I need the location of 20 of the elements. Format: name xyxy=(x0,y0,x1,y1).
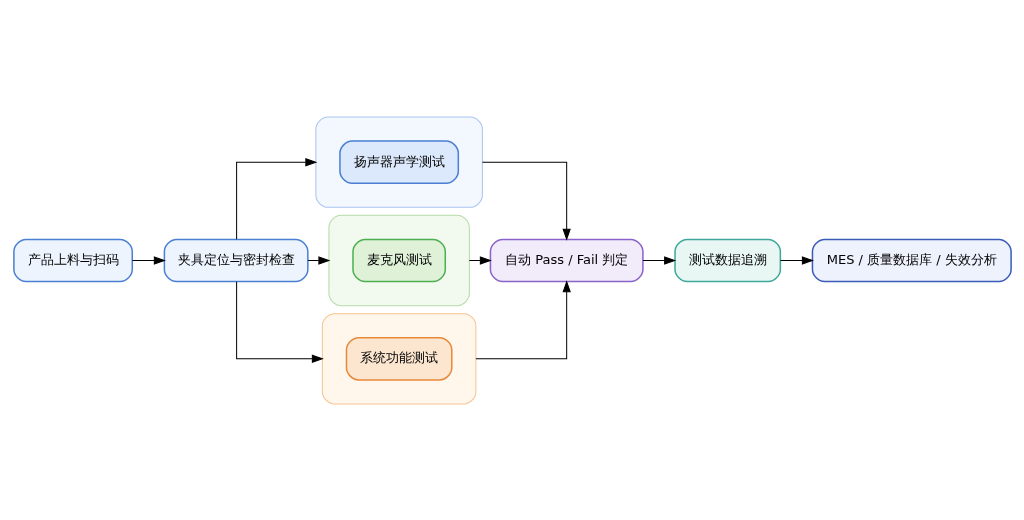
arrow xyxy=(235,280,323,363)
arrow xyxy=(307,256,329,264)
node-box: 产品上料与扫码 xyxy=(12,238,133,282)
arrow xyxy=(468,256,491,264)
arrow xyxy=(474,280,571,359)
arrow xyxy=(235,157,316,240)
node-box: MES / 质量数据库 / 失效分析 xyxy=(811,238,1012,282)
node-box: 扬声器声学测试 xyxy=(338,139,459,184)
node-box: 麦克风测试 xyxy=(351,238,446,282)
arrow xyxy=(481,161,571,240)
cluster xyxy=(321,312,476,404)
cluster xyxy=(314,116,483,208)
arrow xyxy=(641,256,675,264)
arrow xyxy=(131,256,165,264)
node-box: 自动 Pass / Fail 判定 xyxy=(489,238,644,282)
node-box: 测试数据追溯 xyxy=(673,238,781,282)
node-box: 夹具定位与密封检查 xyxy=(163,238,309,282)
arrow xyxy=(779,256,813,264)
node-box: 系统功能测试 xyxy=(345,336,453,381)
cluster xyxy=(327,214,470,306)
